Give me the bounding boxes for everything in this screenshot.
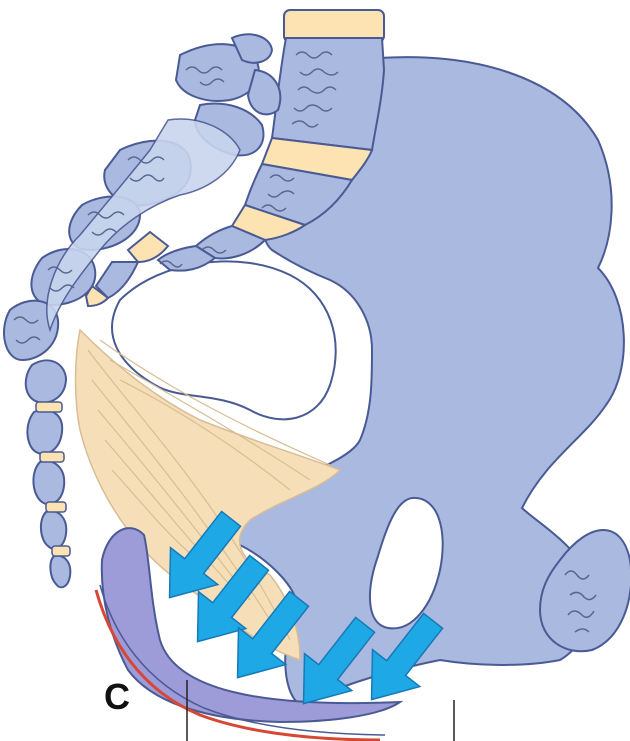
coccyx-disc [52,546,70,556]
lamina [248,70,280,114]
coccyx-segment [27,410,62,454]
coccyx-segment [50,556,70,588]
coccyx-segment [26,360,66,402]
coccyx-segment [41,511,66,549]
vertebral-body [272,38,384,150]
coccyx-segment [33,461,64,504]
coccyx-disc [46,502,66,512]
panel-label: C [104,676,130,718]
coccyx-disc [40,452,64,462]
coccyx-disc [36,402,62,412]
